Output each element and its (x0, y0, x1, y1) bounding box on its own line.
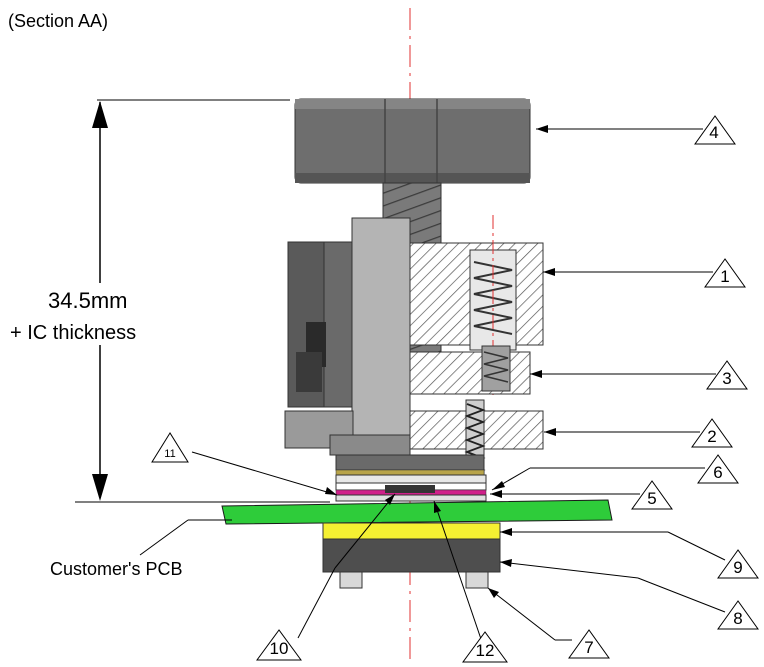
dimension-marker (40, 99, 330, 503)
socket-layers (335, 454, 487, 502)
lid-plate (409, 345, 531, 395)
svg-text:7: 7 (584, 638, 593, 657)
svg-text:3: 3 (722, 369, 731, 388)
svg-text:9: 9 (733, 558, 742, 577)
bottom-adapter (322, 522, 501, 589)
callout-9: 9 (500, 528, 759, 579)
pcb-leader (139, 519, 189, 556)
section-label: (Section AA) (8, 11, 108, 31)
callout-8: 8 (499, 559, 759, 630)
svg-text:6: 6 (713, 463, 722, 482)
pusher-block (351, 217, 411, 454)
callout-2: 2 (544, 418, 733, 448)
callout-3: 3 (530, 360, 748, 390)
svg-text:2: 2 (707, 427, 716, 446)
spring-housing (409, 215, 544, 395)
callout-11: 11 (151, 432, 338, 496)
callout-7: 7 (487, 587, 610, 659)
callout-1: 1 (543, 258, 746, 288)
callout-4: 4 (536, 115, 736, 145)
dimension-note: + IC thickness (10, 322, 136, 344)
svg-text:10: 10 (270, 639, 289, 658)
callout-12: 12 (433, 500, 508, 663)
svg-text:4: 4 (709, 123, 718, 142)
svg-text:8: 8 (733, 609, 742, 628)
dimension-value: 34.5mm (48, 288, 127, 313)
base-frame (284, 410, 544, 456)
customer-pcb (221, 499, 613, 525)
callout-5: 5 (490, 480, 673, 510)
svg-text:11: 11 (164, 448, 175, 460)
callout-6: 6 (491, 454, 739, 491)
callout-10: 10 (256, 493, 396, 661)
left-body (287, 241, 359, 408)
svg-text:12: 12 (476, 641, 495, 660)
svg-text:5: 5 (647, 489, 656, 508)
svg-text:1: 1 (720, 267, 729, 286)
customer-pcb-label: Customer's PCB (50, 559, 182, 579)
knob (294, 98, 531, 184)
